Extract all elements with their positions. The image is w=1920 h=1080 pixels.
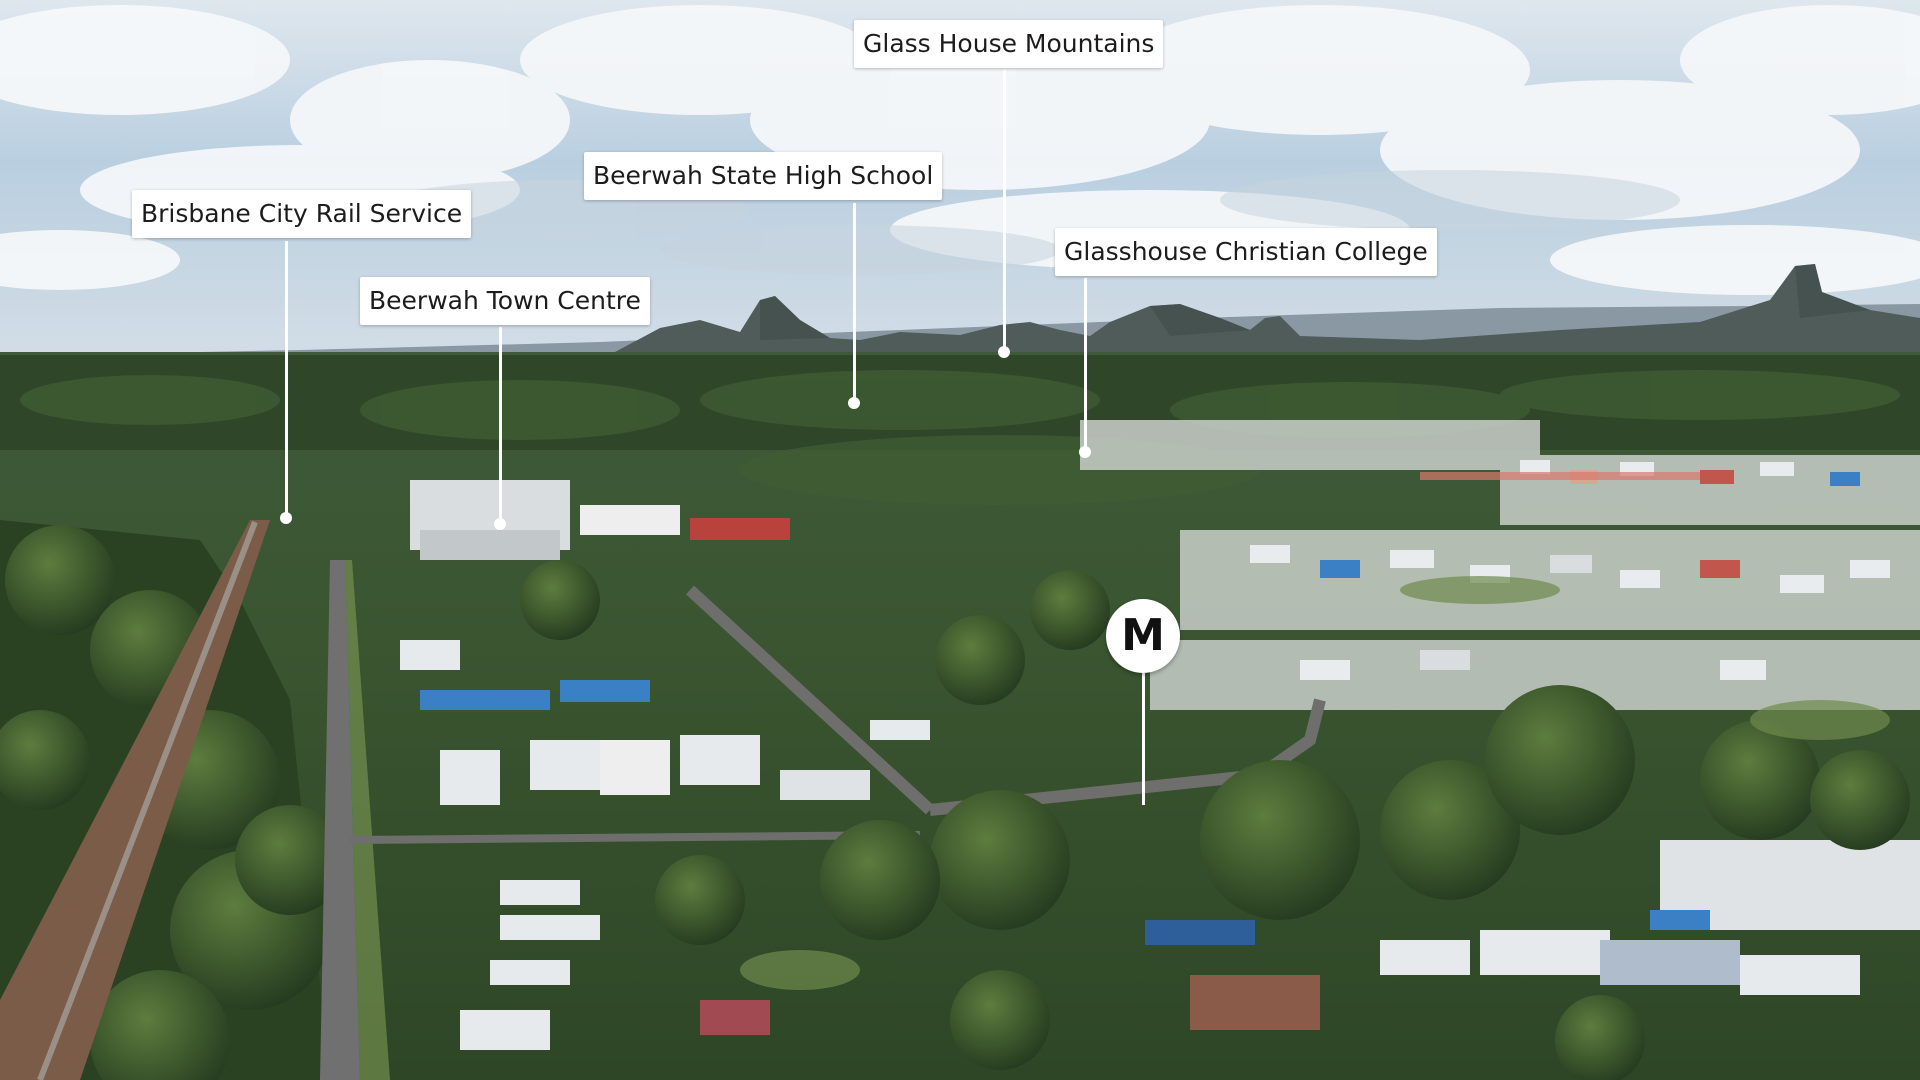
road-verge	[345, 560, 390, 1080]
property-marker: M	[1106, 599, 1180, 673]
mountains-pointer-dot	[998, 346, 1010, 358]
mid-houses	[400, 640, 1920, 1050]
foreground-trees	[520, 560, 1910, 1080]
callout-brisbane-city-rail-service: Brisbane City Rail Service	[132, 190, 472, 238]
callout-beerwah-town-centre: Beerwah Town Centre	[360, 277, 650, 325]
town-centre-pointer-dot	[494, 518, 506, 530]
side-road-1	[685, 585, 935, 815]
rail-track	[37, 520, 258, 1080]
callout-beerwah-state-high-school: Beerwah State High School	[584, 152, 943, 200]
side-road-3	[349, 831, 921, 844]
christian-college-pointer	[1084, 278, 1087, 450]
side-road-2	[929, 698, 1326, 816]
high-school-pointer-dot	[848, 397, 860, 409]
main-road	[320, 560, 360, 1080]
property-marker-pointer	[1142, 673, 1145, 805]
rail-service-pointer-dot	[280, 512, 292, 524]
mountains-pointer	[1003, 69, 1006, 351]
mountain-range	[600, 264, 1920, 380]
callout-glasshouse-christian-college: Glasshouse Christian College	[1055, 228, 1437, 276]
high-school-pointer	[853, 203, 856, 400]
rail-service-pointer	[285, 241, 288, 516]
town-centre-pointer	[499, 327, 502, 522]
suburb-roofs	[1250, 460, 1890, 680]
christian-college-pointer-dot	[1079, 446, 1091, 458]
town-centre	[410, 480, 790, 560]
callout-glass-house-mountains: Glass House Mountains	[854, 20, 1164, 68]
grass-patches	[740, 576, 1890, 990]
